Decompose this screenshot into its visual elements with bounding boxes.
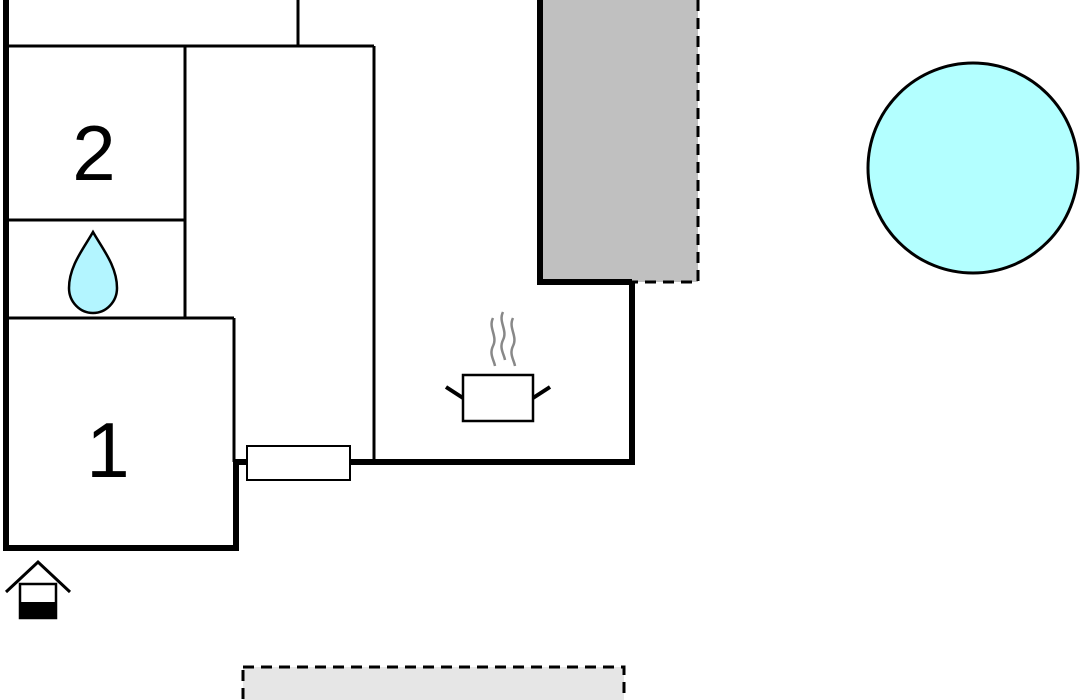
terrace-fill	[540, 0, 698, 282]
patio-fill	[241, 665, 626, 700]
pool-circle	[866, 61, 1080, 275]
left-exterior-wall	[3, 0, 246, 551]
room-1-label: 1	[86, 406, 129, 494]
patio-area	[241, 665, 626, 700]
room-2-label: 2	[72, 109, 115, 197]
terrace-area	[537, 0, 700, 285]
interior-outlines	[6, 0, 376, 462]
cooking-pot-icon	[444, 311, 552, 423]
window-element	[246, 445, 351, 481]
terrace-wall	[537, 0, 632, 285]
water-drop-icon	[67, 229, 119, 315]
house-entrance-icon	[4, 559, 72, 620]
terrace-dashed-edge	[632, 0, 700, 284]
